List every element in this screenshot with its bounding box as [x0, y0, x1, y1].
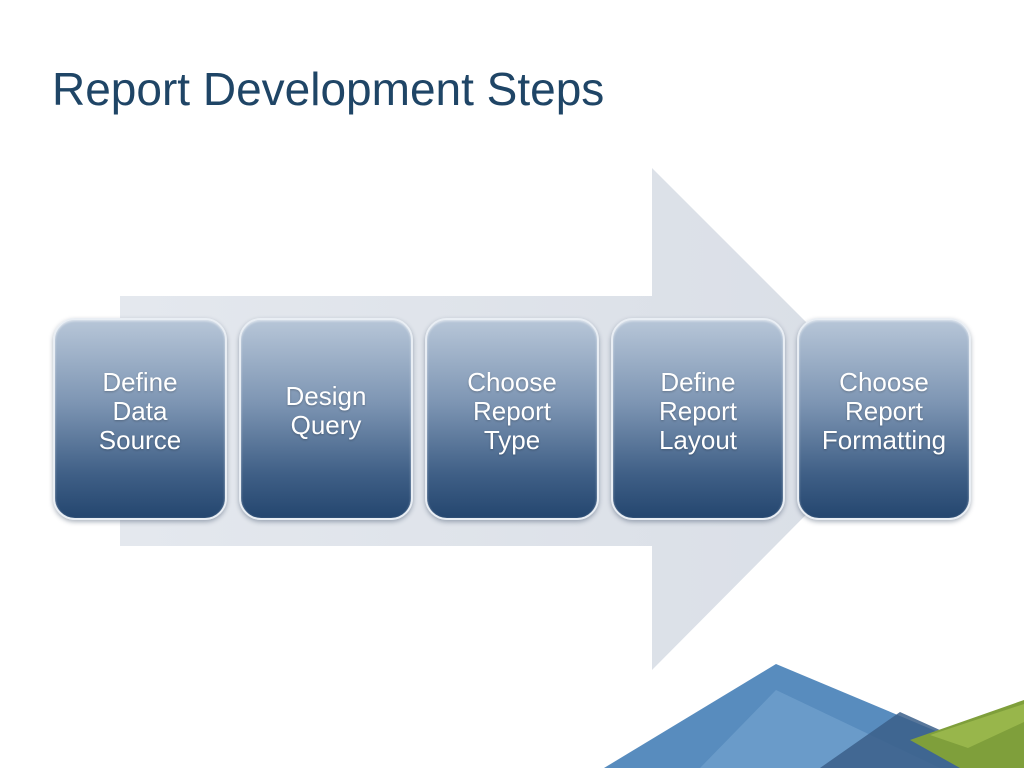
step-label: Choose Report Type [467, 366, 557, 455]
step-label: Design Query [285, 381, 367, 440]
step-define-report-layout: Define Report Layout [611, 318, 785, 520]
step-choose-report-type: Choose Report Type [425, 318, 599, 520]
step-label: Define Data Source [98, 366, 182, 455]
step-label: Choose Report Formatting [821, 366, 947, 455]
step-choose-report-formatting: Choose Report Formatting [797, 318, 971, 520]
step-label: Define Report Layout [658, 366, 738, 455]
step-design-query: Design Query [239, 318, 413, 520]
step-define-data-source: Define Data Source [53, 318, 227, 520]
slide-title: Report Development Steps [52, 63, 605, 115]
